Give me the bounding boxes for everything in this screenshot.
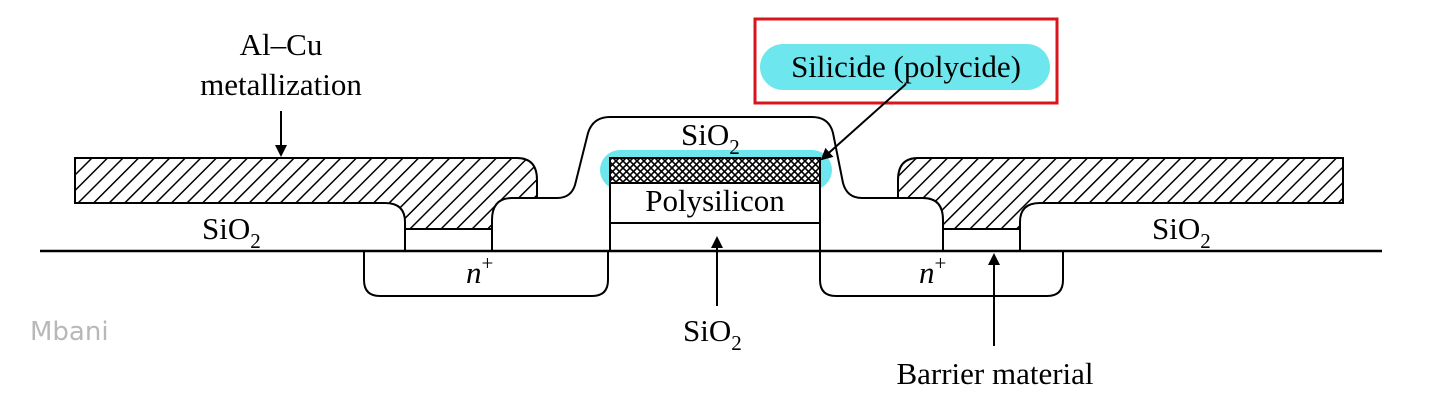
field-oxide-left-label: SiO2 bbox=[202, 211, 261, 253]
n-plus-right-label: n+ bbox=[919, 251, 946, 290]
gate-oxide-top-label: SiO2 bbox=[681, 117, 740, 159]
silicide-label-highlight bbox=[760, 44, 1050, 90]
watermark: Mbani bbox=[30, 317, 109, 347]
polysilicon-label: Polysilicon bbox=[645, 183, 785, 218]
polysilicon-gate bbox=[609, 182, 821, 224]
metallization-label-line2: metallization bbox=[200, 67, 362, 102]
barrier-layer-left bbox=[404, 228, 493, 252]
barrier-layer-right bbox=[942, 228, 1021, 252]
n-plus-well-right bbox=[819, 251, 1064, 297]
gate-oxide-outline bbox=[536, 116, 898, 199]
al-cu-metallization-right bbox=[897, 157, 1344, 252]
silicide-label: Silicide (polycide) bbox=[791, 49, 1021, 84]
field-oxide-right-label: SiO2 bbox=[1152, 211, 1211, 253]
gate-oxide-bottom-label: SiO2 bbox=[683, 313, 742, 355]
metallization-label-line1: Al–Cu bbox=[240, 27, 323, 62]
n-plus-left-label: n+ bbox=[466, 251, 493, 290]
silicide-arrow bbox=[820, 83, 907, 161]
silicide-layer bbox=[609, 157, 821, 184]
callout-box bbox=[753, 17, 1059, 105]
barrier-material-label: Barrier material bbox=[896, 356, 1093, 391]
al-cu-metallization-left bbox=[74, 157, 538, 252]
n-plus-well-left bbox=[363, 251, 609, 297]
